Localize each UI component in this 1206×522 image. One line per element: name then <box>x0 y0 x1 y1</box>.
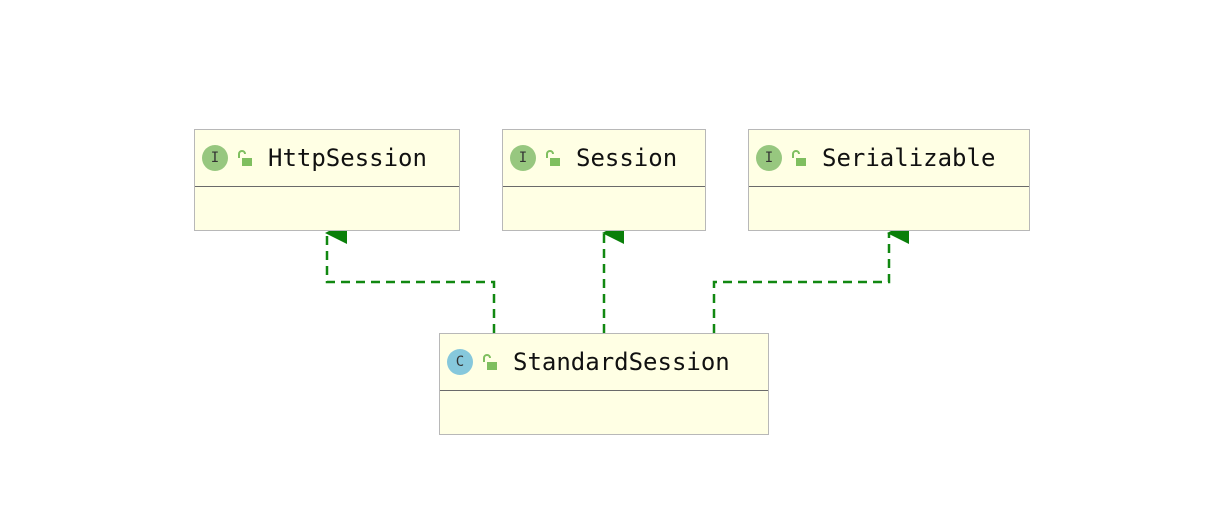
unlocked-padlock-icon <box>238 150 252 166</box>
node-header: C StandardSession <box>440 334 768 391</box>
implements-edge-httpsession <box>325 222 496 333</box>
node-name: HttpSession <box>268 144 427 172</box>
unlocked-padlock-icon <box>546 150 560 166</box>
node-name: Session <box>576 144 678 172</box>
interface-node-httpsession[interactable]: I HttpSession <box>194 129 460 231</box>
interface-icon: I <box>510 145 536 171</box>
implements-edge-serializable <box>712 222 909 333</box>
interface-node-serializable[interactable]: I Serializable <box>748 129 1030 231</box>
interface-node-session[interactable]: I Session <box>502 129 706 231</box>
node-header: I Session <box>503 130 705 187</box>
node-name: StandardSession <box>513 348 730 376</box>
node-name: Serializable <box>822 144 996 172</box>
interface-icon: I <box>202 145 228 171</box>
node-header: I HttpSession <box>195 130 459 187</box>
interface-icon: I <box>756 145 782 171</box>
node-header: I Serializable <box>749 130 1029 187</box>
class-node-standardsession[interactable]: C StandardSession <box>439 333 769 435</box>
unlocked-padlock-icon <box>792 150 806 166</box>
class-icon: C <box>447 349 473 375</box>
unlocked-padlock-icon <box>483 354 497 370</box>
